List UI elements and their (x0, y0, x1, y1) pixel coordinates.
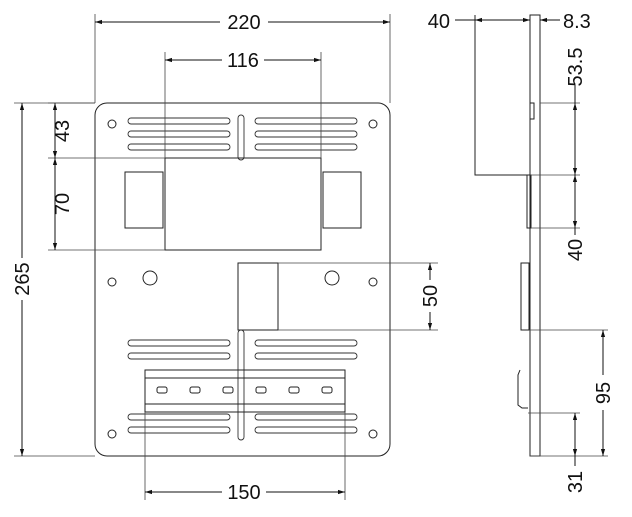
side-rail-clip (520, 262, 530, 331)
dim-cutout-width: 116 (227, 50, 259, 72)
dim-top-to-bracket: 43 (52, 120, 74, 142)
dim-bracket-depth: 40 (428, 11, 450, 33)
dim-lower-section: 95 (593, 382, 615, 404)
dim-rail-clip-height: 50 (420, 285, 442, 307)
rail-clip (237, 262, 279, 331)
center-cutout (164, 157, 322, 251)
left-bracket (124, 171, 164, 229)
dim-side-bracket-height: 40 (565, 239, 587, 261)
dim-top-offset: 53.5 (565, 48, 587, 87)
keyhole-icons (107, 119, 378, 439)
side-plate (529, 14, 541, 457)
dim-width-total: 220 (227, 12, 260, 34)
ventilation-slots (127, 114, 358, 441)
right-bracket (322, 171, 362, 229)
din-rail-holes (156, 386, 333, 394)
side-bracket (474, 15, 530, 176)
side-din-rail (517, 369, 528, 409)
din-rail (144, 369, 346, 413)
dim-bottom-offset: 31 (565, 471, 587, 493)
dim-height-total: 265 (12, 262, 34, 295)
dim-bracket-height: 70 (52, 193, 74, 215)
front-view: 220 116 43 70 265 50 150 (12, 12, 442, 504)
side-view: 40 8.3 53.5 40 95 31 (428, 11, 615, 493)
dim-din-rail-width: 150 (227, 482, 260, 504)
plate-outline (94, 102, 391, 457)
dim-plate-thickness: 8.3 (563, 11, 591, 33)
